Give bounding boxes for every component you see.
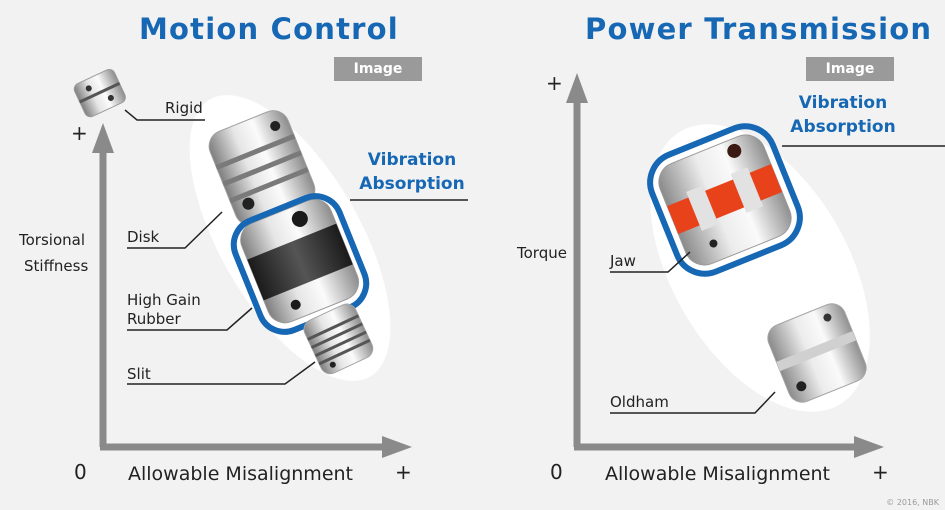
x-axis-label: Allowable Misalignment	[128, 463, 353, 485]
y-axis-plus: +	[71, 121, 88, 145]
oldham-label: Oldham	[610, 393, 669, 411]
vibration-line1: Vibration	[798, 93, 888, 113]
motion-control-panel: Motion Control Image + Torsional Stiffne…	[0, 0, 472, 510]
vibration-line2: Absorption	[790, 117, 896, 137]
vibration-absorption-label: Vibration Absorption	[356, 148, 468, 196]
image-badge: Image	[334, 57, 422, 81]
origin-zero: 0	[74, 460, 87, 484]
copyright-credit: © 2016, NBK	[886, 498, 939, 507]
vibration-highlight-outline	[647, 123, 803, 277]
x-axis-plus: +	[872, 460, 889, 484]
x-axis-arrowhead	[382, 436, 412, 458]
origin-zero: 0	[550, 460, 563, 484]
y-axis-arrowhead	[92, 123, 114, 153]
y-axis-arrowhead	[566, 73, 588, 103]
axes	[99, 150, 390, 451]
vibration-absorption-label: Vibration Absorption	[784, 91, 902, 139]
vibration-line2: Absorption	[359, 174, 465, 194]
power-transmission-graphics	[566, 73, 945, 458]
x-axis-plus: +	[395, 460, 412, 484]
leader-lines	[124, 109, 468, 385]
motion-control-title: Motion Control	[139, 12, 399, 46]
power-transmission-panel: Power Transmission Image + Torque 0 Allo…	[472, 0, 945, 510]
jaw-label: Jaw	[610, 252, 636, 270]
jaw-coupling-image	[658, 134, 792, 266]
slit-coupling-image	[303, 303, 374, 375]
leader-lines	[610, 145, 945, 414]
disk-coupling-image	[208, 110, 316, 226]
oldham-coupling-image	[767, 303, 867, 403]
motion-control-graphics	[73, 69, 468, 458]
axes	[573, 100, 862, 451]
vibration-line1: Vibration	[367, 150, 457, 170]
y-axis-plus: +	[546, 71, 563, 95]
slit-label: Slit	[127, 365, 151, 383]
x-axis-label: Allowable Misalignment	[605, 463, 830, 485]
image-badge: Image	[806, 57, 894, 81]
high-gain-label-line1: High Gain	[127, 291, 201, 309]
high-gain-rubber-coupling-image	[240, 198, 360, 324]
disk-label: Disk	[127, 228, 160, 246]
y-axis-label: Torque	[517, 244, 567, 262]
y-axis-label-line1: Torsional	[19, 231, 85, 249]
high-gain-label-line2: Rubber	[127, 310, 181, 328]
rigid-coupling-image	[73, 69, 126, 118]
x-axis-arrowhead	[854, 436, 884, 458]
rigid-label: Rigid	[165, 99, 203, 117]
power-transmission-title: Power Transmission	[585, 12, 933, 46]
y-axis-label-line2: Stiffness	[24, 257, 89, 275]
